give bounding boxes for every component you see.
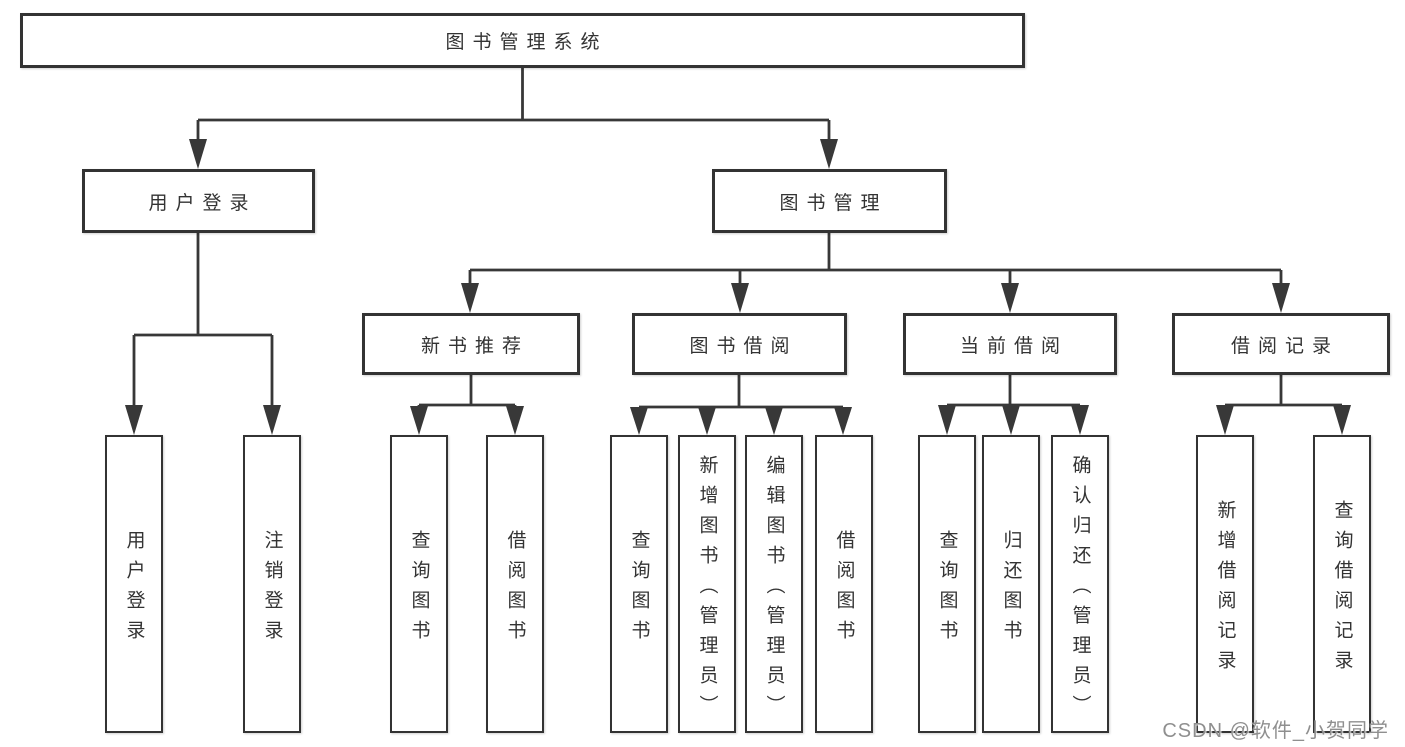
arrow-down-icon xyxy=(765,407,783,435)
node-leaf-nb-query-books-label: 查询图书 xyxy=(408,529,430,650)
connector-borrow-records xyxy=(1225,375,1342,407)
arrow-down-icon xyxy=(410,406,428,435)
node-leaf-logout: 注销登录 xyxy=(243,435,301,733)
node-leaf-cb-confirm-return: 确认归还（管理员） xyxy=(1051,435,1109,733)
node-leaf-cb-confirm-return-label: 确认归还（管理员） xyxy=(1069,454,1091,725)
connector-new-books xyxy=(417,375,517,409)
node-new-book-recommend-label: 新书推荐 xyxy=(420,335,529,357)
arrow-down-icon xyxy=(834,407,852,435)
node-leaf-bb-edit-books-label: 编辑图书（管理员） xyxy=(763,454,785,725)
arrow-down-icon xyxy=(506,406,524,435)
connector-root xyxy=(196,68,831,141)
node-user-login-label: 用户登录 xyxy=(148,192,257,214)
arrow-down-icon xyxy=(731,283,749,313)
node-new-book-recommend: 新书推荐 xyxy=(362,313,580,375)
watermark: CSDN @软件_小贺同学 xyxy=(1162,720,1389,742)
node-leaf-br-query-record: 查询借阅记录 xyxy=(1313,435,1371,733)
node-leaf-nb-borrow-books: 借阅图书 xyxy=(486,435,544,733)
node-leaf-bb-query-books-label: 查询图书 xyxy=(628,529,650,650)
node-current-borrow-label: 当前借阅 xyxy=(959,335,1068,357)
node-leaf-cb-query-books: 查询图书 xyxy=(918,435,976,733)
node-user-login: 用户登录 xyxy=(82,169,315,233)
node-leaf-nb-query-books: 查询图书 xyxy=(390,435,448,733)
node-leaf-logout-label: 注销登录 xyxy=(261,529,283,650)
connector-user-login xyxy=(132,233,274,407)
arrow-down-icon xyxy=(1333,405,1351,435)
arrow-down-icon xyxy=(461,283,479,313)
node-library-system-label: 图书管理系统 xyxy=(445,32,608,53)
arrow-down-icon xyxy=(630,407,648,435)
arrow-down-icon xyxy=(1272,283,1290,313)
node-book-management: 图书管理 xyxy=(712,169,947,233)
arrow-down-icon xyxy=(698,407,716,435)
arrow-down-icon xyxy=(1002,405,1020,435)
node-leaf-user-login-label: 用户登录 xyxy=(123,529,145,650)
node-leaf-bb-borrow-books-label: 借阅图书 xyxy=(833,529,855,650)
node-leaf-bb-edit-books: 编辑图书（管理员） xyxy=(745,435,803,733)
node-library-system: 图书管理系统 xyxy=(20,13,1025,68)
node-leaf-bb-add-books: 新增图书（管理员） xyxy=(678,435,736,733)
node-leaf-bb-add-books-label: 新增图书（管理员） xyxy=(696,454,718,725)
node-borrow-records: 借阅记录 xyxy=(1172,313,1390,375)
node-leaf-br-add-record: 新增借阅记录 xyxy=(1196,435,1254,733)
arrow-down-icon xyxy=(820,139,838,169)
node-book-management-label: 图书管理 xyxy=(779,192,888,214)
arrow-down-icon xyxy=(938,405,956,435)
arrow-down-icon xyxy=(1216,405,1234,435)
connector-book-borrow xyxy=(639,375,843,409)
arrow-down-icon xyxy=(125,405,143,435)
node-leaf-nb-borrow-books-label: 借阅图书 xyxy=(504,529,526,650)
node-borrow-records-label: 借阅记录 xyxy=(1230,335,1339,357)
node-current-borrow: 当前借阅 xyxy=(903,313,1117,375)
node-book-borrow-label: 图书借阅 xyxy=(689,335,798,357)
node-leaf-bb-borrow-books: 借阅图书 xyxy=(815,435,873,733)
node-leaf-cb-return-books-label: 归还图书 xyxy=(1000,529,1022,650)
arrow-down-icon xyxy=(263,405,281,435)
arrow-down-icon xyxy=(1071,405,1089,435)
arrow-down-icon xyxy=(189,139,207,169)
node-leaf-user-login: 用户登录 xyxy=(105,435,163,733)
node-leaf-br-add-record-label: 新增借阅记录 xyxy=(1214,499,1236,680)
node-leaf-br-query-record-label: 查询借阅记录 xyxy=(1331,499,1353,680)
node-book-borrow: 图书借阅 xyxy=(632,313,847,375)
node-leaf-cb-return-books: 归还图书 xyxy=(982,435,1040,733)
node-leaf-cb-query-books-label: 查询图书 xyxy=(936,529,958,650)
connector-current-borrow xyxy=(947,375,1080,407)
connector-book-mgmt xyxy=(468,233,1283,285)
arrow-down-icon xyxy=(1001,283,1019,313)
node-leaf-bb-query-books: 查询图书 xyxy=(610,435,668,733)
